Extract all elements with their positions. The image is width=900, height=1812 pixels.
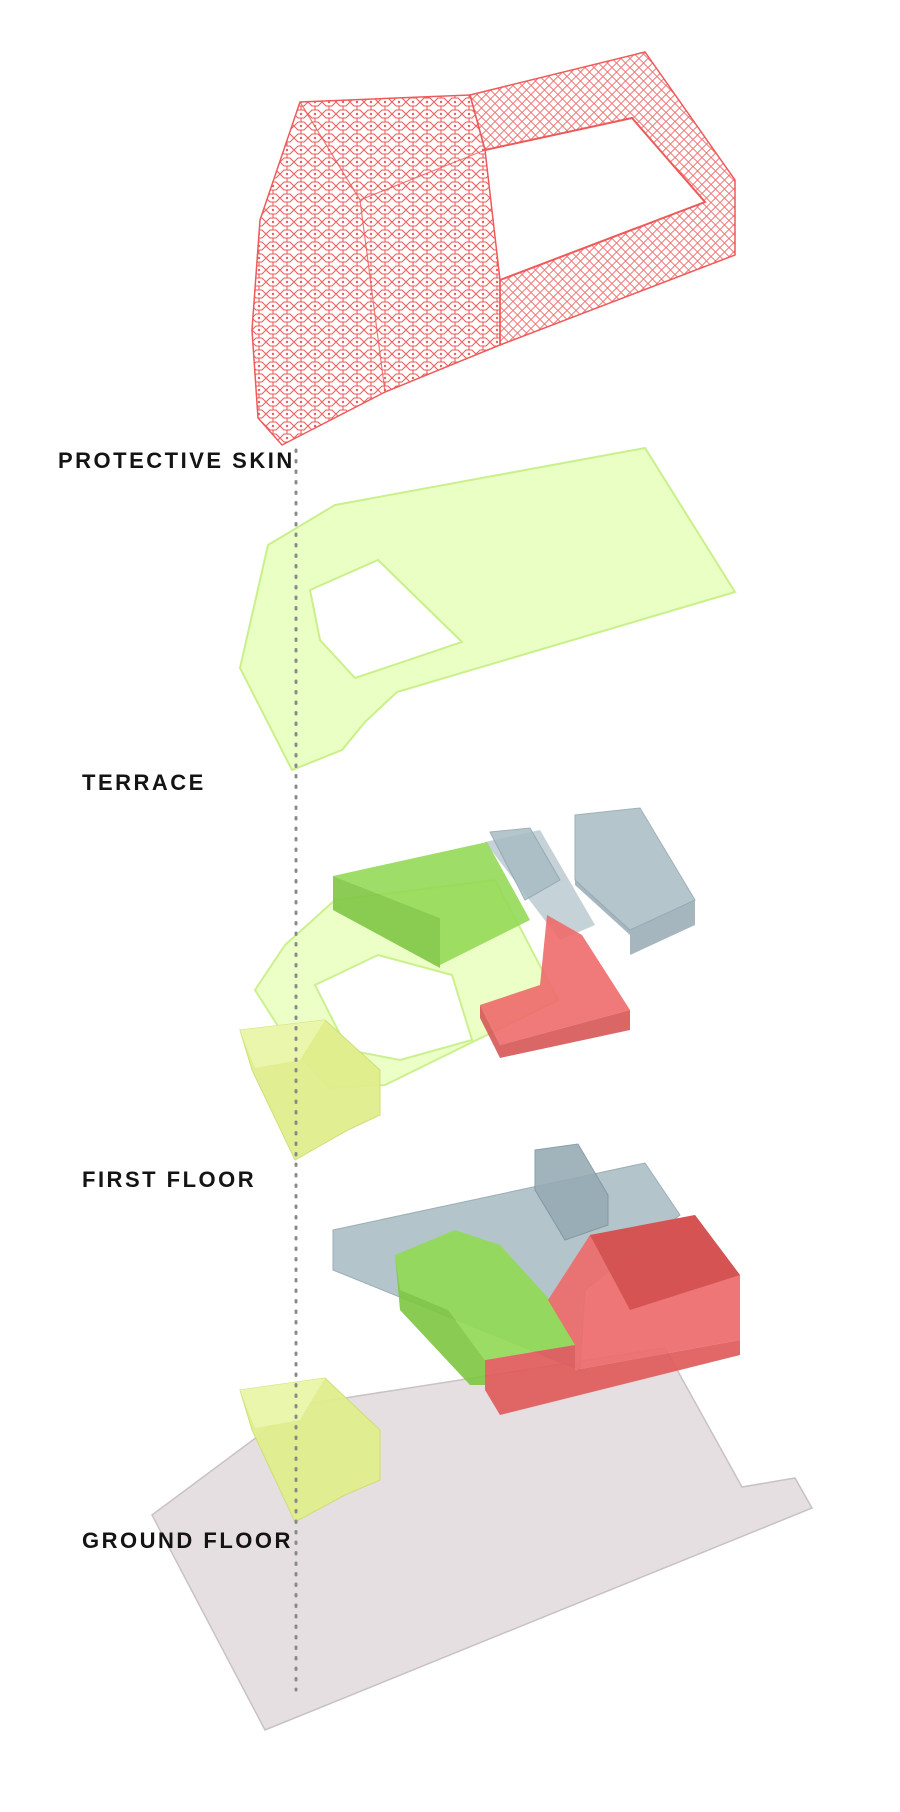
first-floor-red-volume-front [480,1005,630,1058]
first-floor-yellow-volume-shade [240,1020,325,1068]
first-floor-label: FIRST FLOOR [82,1167,257,1192]
ground-floor-layer [151,1143,814,1731]
first-floor-layer [239,807,696,1161]
ground-floor-label: GROUND FLOOR [82,1528,293,1553]
first-floor-green-volume-top [333,842,530,965]
first-floor-blue-box [489,827,561,901]
terrace-layer [238,446,737,772]
first-floor-green-volume-front [333,876,440,968]
terrace-slab [238,446,737,772]
skin-ring-wall [469,51,736,347]
ground-floor-green-volume-top [395,1230,575,1360]
skin-fold-line [299,101,486,393]
ground-floor-green-volume-front [395,1255,485,1385]
skin-front-wrapper [251,94,501,446]
ground-floor-blue-tower [534,1143,609,1241]
first-floor-red-volume-top [480,915,630,1045]
terrace-label: TERRACE [82,770,206,795]
protective-skin-label: PROTECTIVE SKIN [58,448,295,473]
protective-skin-layer [251,51,736,446]
ground-floor-yellow-volume-shade [240,1378,325,1428]
ground-floor-red-volume-front [485,1340,740,1415]
first-floor-blue-volume-face [575,880,695,955]
ground-floor-red-volume-box [590,1215,740,1310]
skin-inner-edge [484,116,707,281]
